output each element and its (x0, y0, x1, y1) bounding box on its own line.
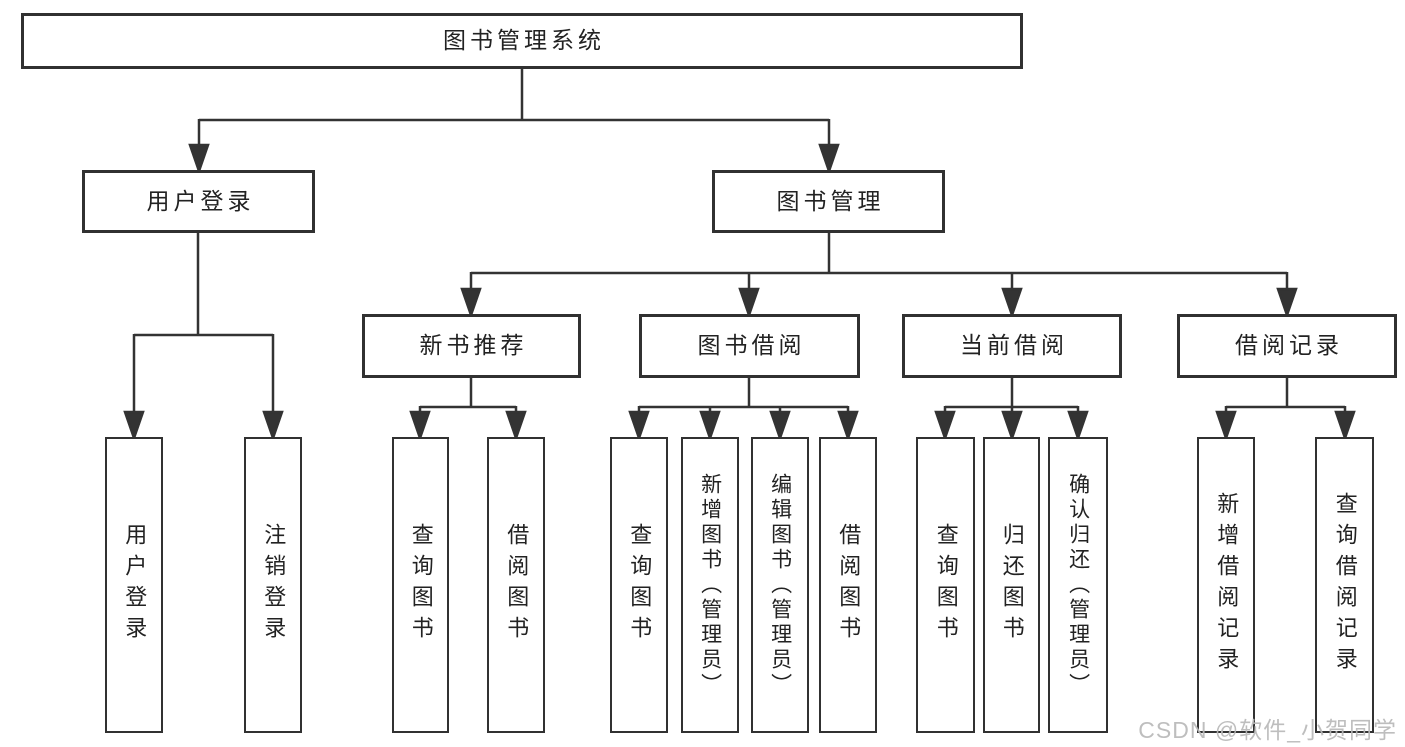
leaf-edit-book-admin: 编辑图书（管理员） (751, 437, 809, 733)
leaf-query-borrow-record: 查询借阅记录 (1315, 437, 1374, 733)
csdn-watermark: CSDN @软件_小贺同学 (1138, 717, 1397, 743)
node-borrow-record: 借阅记录 (1177, 314, 1397, 378)
node-new-book-recommend: 新书推荐 (362, 314, 581, 378)
leaf-confirm-return-admin: 确认归还（管理员） (1048, 437, 1108, 733)
leaf-return-book: 归还图书 (983, 437, 1040, 733)
node-current-borrow: 当前借阅 (902, 314, 1122, 378)
node-book-borrow: 图书借阅 (639, 314, 860, 378)
leaf-logout: 注销登录 (244, 437, 302, 733)
edge-bookborrow-to-leaves (628, 378, 859, 442)
node-book-management: 图书管理 (712, 170, 945, 233)
node-user-login: 用户登录 (82, 170, 315, 233)
leaf-user-login: 用户登录 (105, 437, 163, 733)
leaf-add-book-admin: 新增图书（管理员） (681, 437, 739, 733)
leaf-borrow-books-2: 借阅图书 (819, 437, 877, 733)
leaf-query-books-1: 查询图书 (392, 437, 449, 733)
edge-root-to-level2 (188, 69, 840, 175)
leaf-query-books-3: 查询图书 (916, 437, 975, 733)
leaf-borrow-books-1: 借阅图书 (487, 437, 545, 733)
leaf-add-borrow-record: 新增借阅记录 (1197, 437, 1255, 733)
leaf-query-books-2: 查询图书 (610, 437, 668, 733)
edge-userlogin-to-leaves (123, 233, 284, 442)
edge-currentborrow-to-leaves (934, 378, 1089, 442)
node-root: 图书管理系统 (21, 13, 1023, 69)
edge-newbook-to-leaves (409, 378, 527, 442)
edge-bookmgmt-to-level3 (460, 232, 1298, 319)
edge-borrowrecord-to-leaves (1215, 378, 1356, 442)
